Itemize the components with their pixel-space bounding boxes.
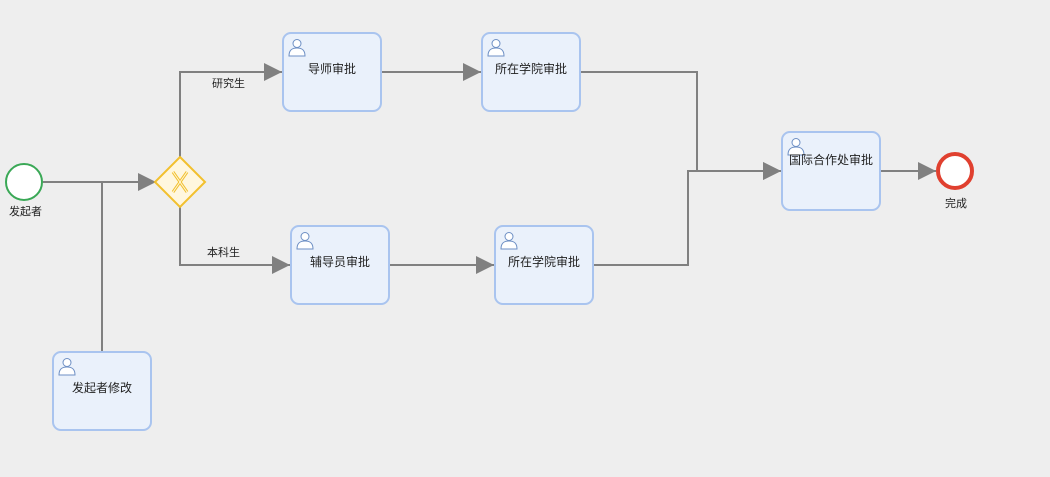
exclusive-gateway[interactable] — [153, 155, 207, 209]
flow-label-graduate: 研究生 — [212, 77, 245, 90]
task-intl-office-approval[interactable]: 国际合作处审批 — [781, 131, 881, 211]
task-initiator-edit[interactable]: 发起者修改 — [52, 351, 152, 431]
end-event[interactable] — [936, 152, 974, 190]
user-icon — [296, 232, 314, 250]
task-label: 发起者修改 — [71, 381, 132, 395]
flow-college-bottom-to-intl[interactable] — [594, 162, 781, 266]
flow-gateway-to-counselor[interactable] — [179, 207, 290, 274]
task-label: 国际合作处审批 — [788, 153, 873, 167]
user-icon — [288, 39, 306, 57]
flow-gateway-to-supervisor[interactable] — [179, 63, 282, 157]
start-event-label: 发起者 — [9, 205, 42, 218]
task-college-approval-top[interactable]: 所在学院审批 — [481, 32, 581, 112]
user-icon — [487, 39, 505, 57]
task-label: 所在学院审批 — [494, 62, 567, 76]
task-supervisor-approval[interactable]: 导师审批 — [282, 32, 382, 112]
task-college-approval-bottom[interactable]: 所在学院审批 — [494, 225, 594, 305]
start-event[interactable] — [5, 163, 43, 201]
flow-label-undergrad: 本科生 — [207, 246, 240, 259]
user-icon — [500, 232, 518, 250]
task-label: 所在学院审批 — [507, 255, 580, 269]
user-icon — [787, 138, 805, 156]
end-event-label: 完成 — [945, 197, 967, 210]
task-label: 导师审批 — [307, 62, 356, 76]
user-icon — [58, 358, 76, 376]
task-label: 辅导员审批 — [309, 255, 370, 269]
flow-college-top-to-intl[interactable] — [581, 71, 781, 180]
task-counselor-approval[interactable]: 辅导员审批 — [290, 225, 390, 305]
